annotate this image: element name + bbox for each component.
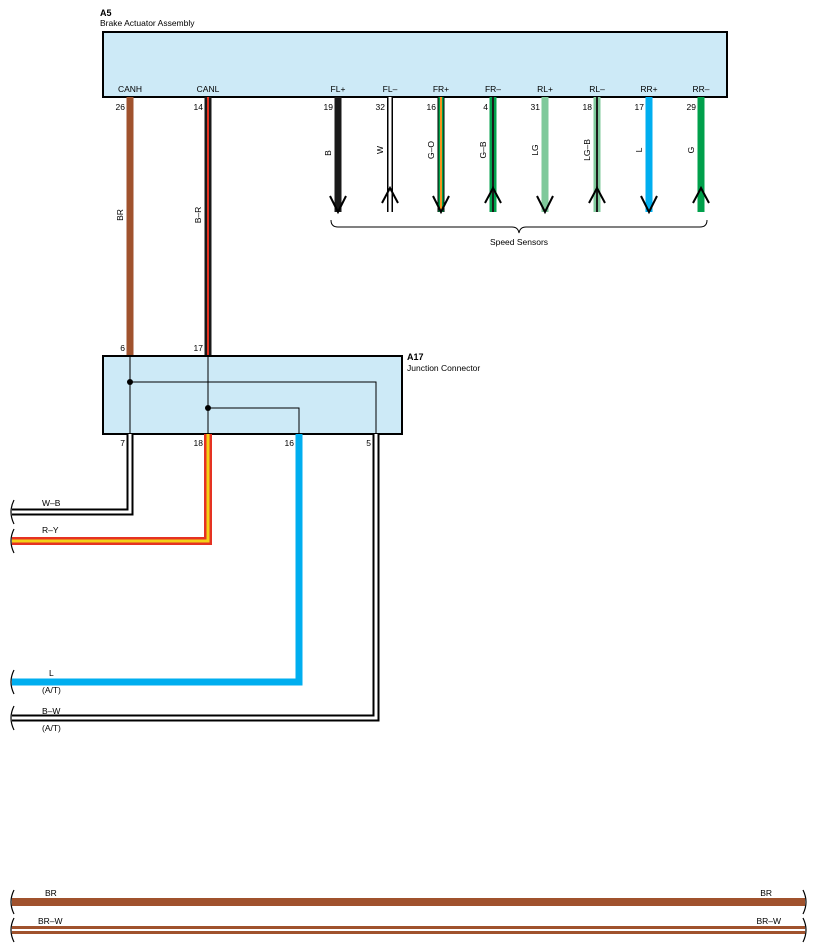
a17-pin-16: 16: [285, 438, 295, 448]
left-wire-label-w-b: W–B: [42, 498, 61, 508]
bottom-wire-label-br-right: BR: [760, 888, 772, 898]
wire-fl-plus: [329, 97, 347, 215]
break-mark-bottom-br-w-left: [10, 917, 15, 943]
pin-label-canh: CANH: [118, 84, 142, 94]
a5-name: Brake Actuator Assembly: [100, 18, 195, 28]
wire-color-lg: LG: [530, 144, 540, 155]
pin-num-4: 4: [483, 102, 488, 112]
break-mark-r-y: [10, 528, 15, 554]
break-mark-bottom-br-w-right: [802, 917, 807, 943]
wire-rr-minus: [692, 97, 710, 212]
speed-sensors-brace: [330, 219, 708, 234]
a17-pin-17: 17: [194, 343, 204, 353]
wire-fr-minus: [484, 97, 502, 212]
a17-pin-7: 7: [120, 438, 125, 448]
pin-num-29: 29: [687, 102, 697, 112]
a17-box: [102, 355, 403, 435]
pin-num-19: 19: [324, 102, 334, 112]
wire-color-g-b: G–B: [478, 141, 488, 158]
pin-num-18: 18: [583, 102, 593, 112]
pin-label-fr-plus: FR+: [433, 84, 449, 94]
bottom-wire-label-br-left: BR: [45, 888, 57, 898]
a17-pin-5: 5: [366, 438, 371, 448]
wire-b-w: [12, 434, 380, 722]
wire-l: [12, 434, 303, 686]
speed-sensors-label: Speed Sensors: [490, 237, 548, 247]
left-wire-label-r-y: R–Y: [42, 525, 59, 535]
pin-num-31: 31: [531, 102, 541, 112]
wire-color-g: G: [686, 147, 696, 154]
pin-num-17: 17: [635, 102, 645, 112]
pin-num-16: 16: [427, 102, 437, 112]
a5-box: [102, 31, 728, 98]
wire-fl-minus: [381, 97, 399, 212]
a17-internal-bus: [129, 356, 377, 434]
junction-dot-can-h: [127, 379, 133, 385]
wire-r-y: [12, 434, 212, 545]
pin-label-rr-plus: RR+: [640, 84, 657, 94]
break-mark-w-b: [10, 499, 15, 525]
pin-label-rl-plus: RL+: [537, 84, 553, 94]
pin-label-fl-minus: FL–: [383, 84, 398, 94]
left-wire-label-l: L: [49, 668, 54, 678]
wire-w-b: [12, 434, 134, 516]
left-wire-note-l: (A/T): [42, 685, 61, 695]
pin-num-32: 32: [376, 102, 386, 112]
wire-color-lg-b: LG–B: [582, 139, 592, 161]
bottom-wire-label-br-w-right: BR–W: [756, 916, 781, 926]
pin-label-fl-plus: FL+: [331, 84, 346, 94]
wire-rr-plus: [640, 97, 658, 215]
bottom-wire-label-br-w-left: BR–W: [38, 916, 63, 926]
a17-pin-6: 6: [120, 343, 125, 353]
pin-label-canl: CANL: [197, 84, 220, 94]
wire-color-l: L: [634, 147, 644, 152]
wire-color-w: W: [375, 146, 385, 154]
pin-label-fr-minus: FR–: [485, 84, 501, 94]
wire-fr-plus: [432, 97, 450, 215]
wire-color-br: BR: [115, 209, 125, 221]
left-wire-note-b-w: (A/T): [42, 723, 61, 733]
wire-color-b: B: [323, 150, 333, 156]
junction-dot-can-l: [205, 405, 211, 411]
break-mark-bottom-br-left: [10, 889, 15, 915]
pin-num-26: 26: [116, 102, 126, 112]
break-mark-b-w: [10, 705, 15, 731]
pin-label-rr-minus: RR–: [692, 84, 709, 94]
wire-rl-minus: [588, 97, 606, 212]
break-mark-bottom-br-right: [802, 889, 807, 915]
wire-rl-plus: [536, 97, 554, 215]
break-mark-l: [10, 669, 15, 695]
left-wire-label-b-w: B–W: [42, 706, 60, 716]
pin-num-14: 14: [194, 102, 204, 112]
a5-ref: A5: [100, 8, 112, 18]
wire-color-b-r: B–R: [193, 207, 203, 224]
a17-name: Junction Connector: [407, 363, 480, 373]
pin-label-rl-minus: RL–: [589, 84, 605, 94]
a17-ref: A17: [407, 352, 424, 362]
wire-color-g-o: G–O: [426, 141, 436, 159]
a17-pin-18: 18: [194, 438, 204, 448]
